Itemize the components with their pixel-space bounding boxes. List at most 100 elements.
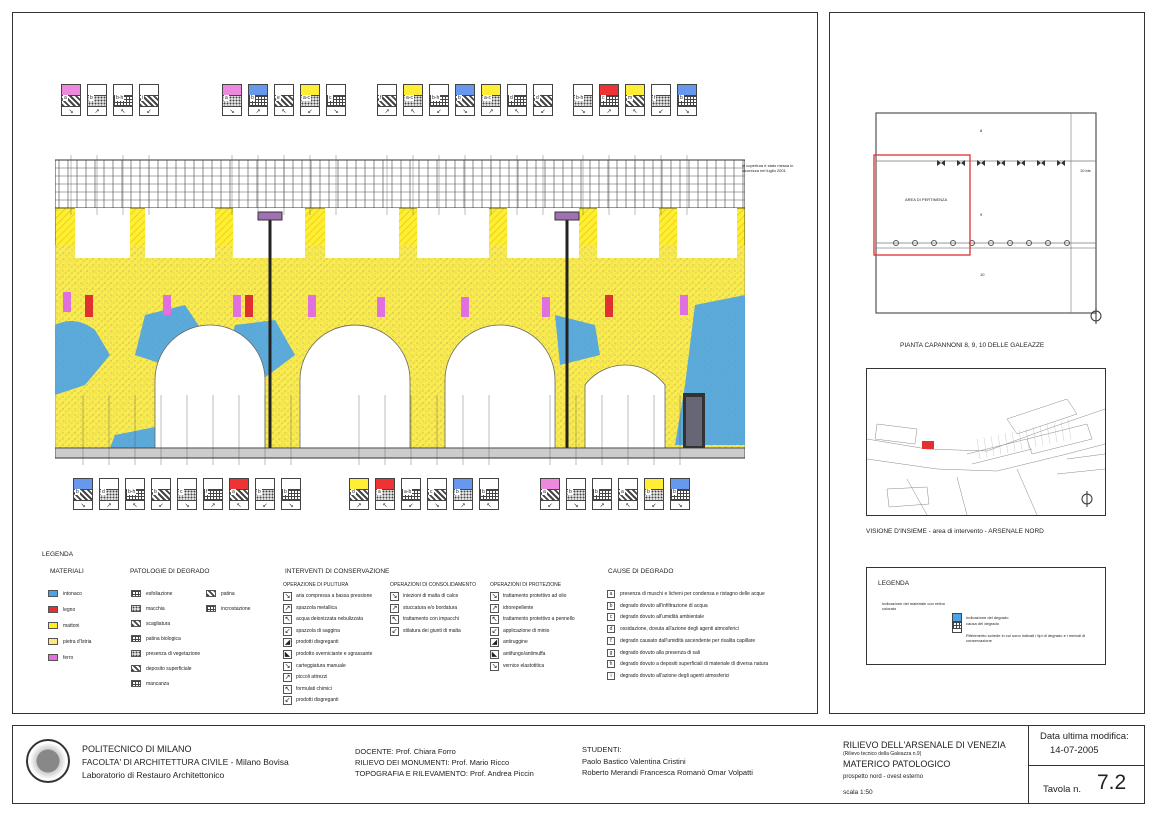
material-label: intonaco <box>63 591 82 597</box>
students-title: STUDENTI: <box>582 745 622 754</box>
tag-intervention-icon: ↖ <box>410 109 416 115</box>
tag-cause-code: a <box>231 489 236 495</box>
tag-material-swatch <box>100 479 118 490</box>
interventi-title: INTERVENTI DI CONSERVAZIONE <box>285 568 390 575</box>
tag-pathology-swatch <box>404 96 422 107</box>
tag-cause-code: a-c <box>405 95 414 101</box>
tag-pathology-swatch <box>256 490 274 501</box>
tag-intervention-icon: ↙ <box>408 503 414 509</box>
cause-label: degrado causato dall'umidità ascendente … <box>620 637 756 644</box>
cause-code-box: c <box>607 613 615 622</box>
pulitura-label: acqua deionizzata nebulizzata <box>296 616 363 623</box>
legend2-title: LEGENDA <box>878 580 910 587</box>
pathology-label: deposito superficiale <box>146 666 192 672</box>
tag-pathology-swatch <box>230 490 248 501</box>
tag-intervention-icon: ↘ <box>462 109 468 115</box>
tag-material-swatch <box>645 479 663 490</box>
tag-material-swatch <box>204 479 222 490</box>
protezione-icon: ↘ <box>490 592 499 601</box>
bottom-tag: ↗b <box>453 478 473 510</box>
university-name: POLITECNICO DI MILANO <box>82 744 192 754</box>
tag-material-swatch <box>593 479 611 490</box>
tag-intervention-icon: ↙ <box>540 109 546 115</box>
tag-material-swatch <box>140 85 158 96</box>
tag-intervention-icon: ↗ <box>599 503 605 509</box>
pillar-symbol <box>977 160 985 166</box>
plan-drawing <box>873 112 1102 324</box>
right-panel-frame <box>829 12 1145 714</box>
bottom-tag: ↙b <box>151 478 171 510</box>
column-circle <box>1045 240 1051 246</box>
pulitura-title: OPERAZIONE DI PULITURA <box>283 582 349 588</box>
tag-pathology-swatch <box>74 490 92 501</box>
material-label: mattoni <box>63 623 80 629</box>
bottom-tag: ↙b <box>644 478 664 510</box>
tag-material-swatch <box>567 479 585 490</box>
tag-cause-code: d <box>509 95 514 101</box>
map-building-line <box>1004 432 1009 454</box>
pathology-swatch <box>131 680 141 687</box>
pulitura-label: aria compressa a bassa pressione <box>296 593 373 599</box>
tavola-label: Tavola n. <box>1043 784 1082 795</box>
tag-material-swatch <box>600 85 618 96</box>
pulitura-label: spazzola di saggina <box>296 627 340 634</box>
pulitura-icon: ↖ <box>283 615 292 625</box>
material-swatch <box>48 590 58 597</box>
consolidamento-label: iniezioni di malta di calce <box>403 593 459 599</box>
tag-pathology-swatch <box>350 490 368 501</box>
column-circle <box>1026 240 1032 246</box>
roof-note: la copertura è stato messa in sicurezza … <box>742 163 794 173</box>
tag-material-swatch <box>223 85 241 96</box>
tag-material-swatch <box>541 479 559 490</box>
tag-pathology-swatch <box>626 96 644 107</box>
title-block-divider <box>1028 765 1145 766</box>
tag-intervention-icon: ↘ <box>288 503 294 509</box>
map-building-line <box>1067 419 1072 440</box>
tag-material-swatch <box>619 479 637 490</box>
column-circle <box>1007 240 1013 246</box>
tag-material-swatch <box>456 85 474 96</box>
protezione-label: trattamento protettivo a pennello <box>503 616 575 623</box>
tag-intervention-icon: ↖ <box>625 503 631 509</box>
faculty-name: FACOLTA' DI ARCHITETTURA CIVILE - Milano… <box>82 757 289 767</box>
plan-num-8: 8 <box>980 128 983 133</box>
tag-material-swatch <box>282 479 300 490</box>
site-map <box>867 398 1105 515</box>
top-tag: ↙b-h <box>429 84 449 116</box>
pulitura-icon: ↗ <box>283 603 292 613</box>
consolidamento-icon: ↗ <box>390 603 399 613</box>
legend2-frame <box>866 567 1106 665</box>
bottom-tag: ↘b <box>73 478 93 510</box>
top-tag: ↖m <box>625 84 645 116</box>
tag-cause-code: a <box>542 489 547 495</box>
top-tag: ↙d <box>533 84 553 116</box>
tag-intervention-icon: ↗ <box>255 109 261 115</box>
cause-label: presenza di muschi e licheni per condens… <box>620 591 765 597</box>
legend2-line1: Indicazione del materiale con retino col… <box>882 601 945 611</box>
pathology-label: incrostazione <box>221 606 251 612</box>
tag-intervention-icon: ↘ <box>580 109 586 115</box>
plan-num-9: 9 <box>980 212 983 217</box>
tag-intervention-icon: ↗ <box>94 109 100 115</box>
university-seal <box>26 739 70 783</box>
pathology-label: scagliatura <box>146 621 171 627</box>
map-building-line <box>990 435 995 457</box>
tag-intervention-icon: ↗ <box>384 109 390 115</box>
tag-cause-code: c <box>179 489 184 495</box>
material-swatch <box>48 606 58 613</box>
topografia: TOPOGRAFIA E RILEVAMENTO: Prof. Andrea P… <box>355 769 534 778</box>
tag-intervention-icon: ↖ <box>486 503 492 509</box>
cause-label: degrado dovuto a depositi superficiali d… <box>620 661 769 668</box>
consolidamento-label: stuccatura e/o bordatura <box>403 604 458 611</box>
tag-cause-code: d <box>351 489 356 495</box>
drawing-scale: scala 1:50 <box>843 789 873 796</box>
tag-cause-code: c <box>328 95 333 101</box>
tag-intervention-icon: ↙ <box>146 109 152 115</box>
tag-cause-code: c <box>601 95 606 101</box>
protezione-icon: ◣ <box>490 650 499 659</box>
pulitura-icon: ◢ <box>283 638 292 648</box>
pulitura-label: prodotti disgreganti <box>296 697 339 704</box>
tag-material-swatch <box>178 479 196 490</box>
tag-intervention-icon: ↗ <box>356 503 362 509</box>
tag-cause-code: a-c <box>302 95 311 101</box>
